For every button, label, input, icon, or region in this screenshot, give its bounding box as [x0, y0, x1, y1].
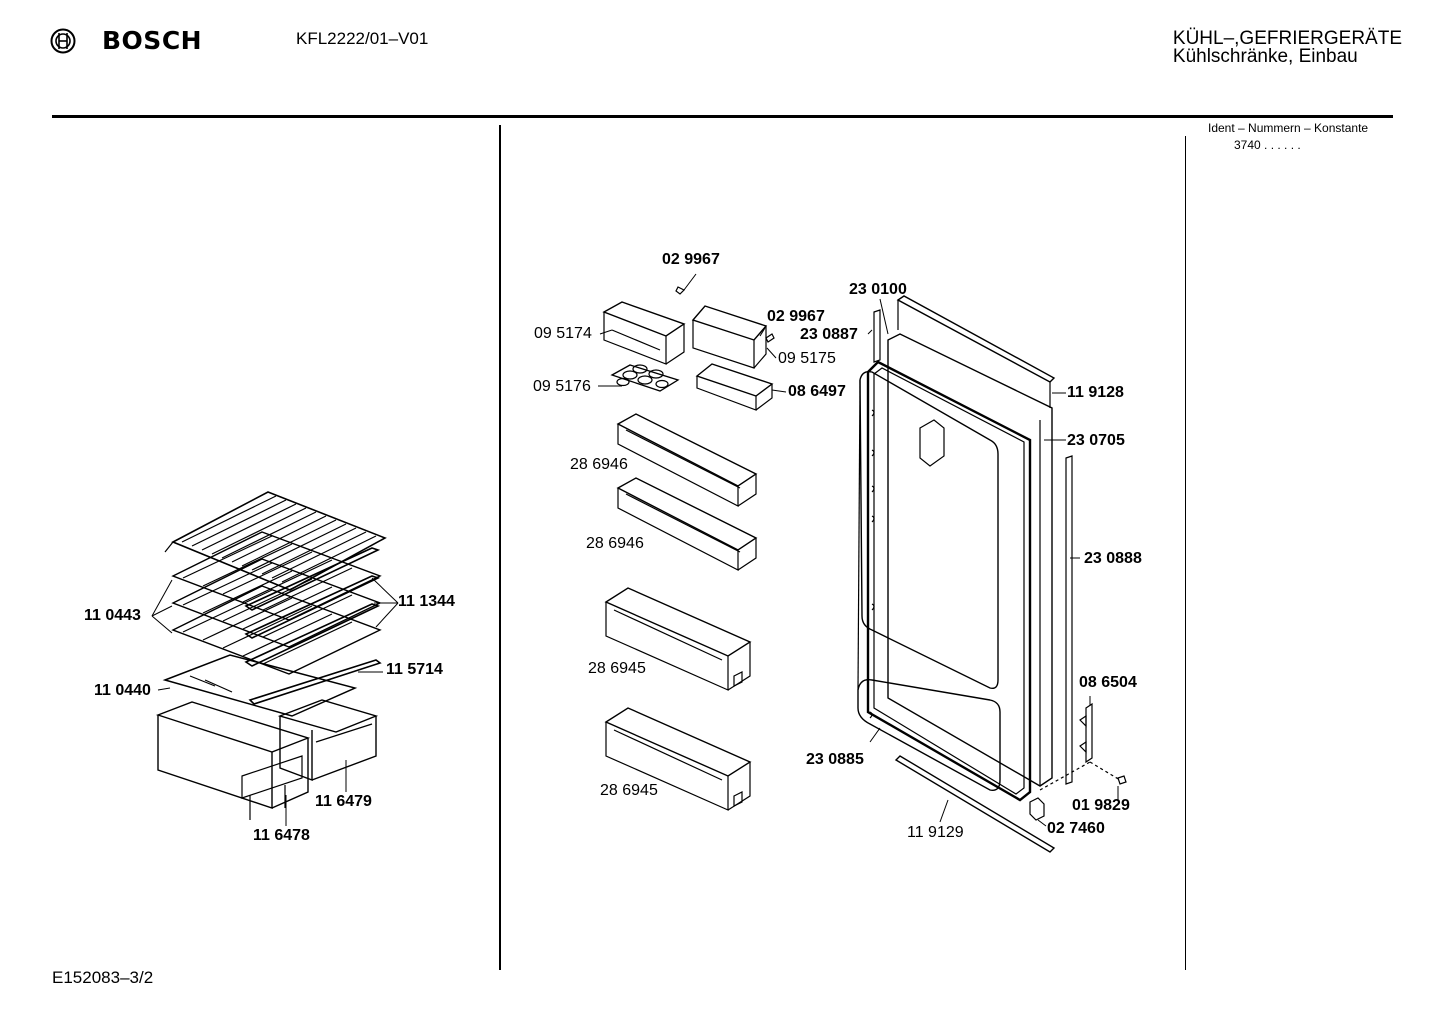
part-label-086497: 08 6497	[788, 383, 846, 400]
ident-label: Ident – Nummern – Konstante	[1208, 121, 1369, 135]
part-label-019829: 01 9829	[1072, 797, 1130, 814]
crisper-drawer-large	[158, 702, 308, 820]
part-label-230885: 23 0885	[806, 751, 864, 768]
bosch-armature-icon	[50, 28, 76, 54]
door-side-rail-left	[874, 310, 880, 362]
part-label-095175: 09 5175	[778, 350, 836, 367]
model-number: KFL2222/01–V01	[296, 29, 429, 48]
glass-crisper-cover	[165, 655, 380, 716]
door-bin-4	[606, 708, 750, 810]
part-label-095176: 09 5176	[533, 378, 591, 395]
part-label-110440: 11 0440	[94, 682, 151, 699]
butter-compartment-box	[693, 306, 774, 410]
category-line-2: Kühlschränke, Einbau	[1172, 46, 1358, 67]
part-label-230888: 23 0888	[1084, 550, 1142, 567]
screw-top	[676, 274, 696, 294]
door-side-rail-right	[1066, 456, 1072, 784]
part-label-286945-b: 28 6945	[600, 782, 658, 799]
part-label-115714: 11 5714	[386, 661, 443, 678]
category-line-1: KÜHL–,GEFRIERGERÄTE	[1172, 28, 1402, 49]
door-top-strip	[898, 296, 1054, 408]
part-label-286946-b: 28 6946	[586, 535, 644, 552]
door-bin-1	[618, 414, 756, 506]
hinge-screw	[1040, 762, 1126, 790]
part-label-116478: 11 6478	[253, 827, 310, 844]
part-label-111344: 11 1344	[398, 593, 455, 610]
part-label-119129: 11 9129	[907, 824, 964, 841]
part-label-119128: 11 9128	[1067, 384, 1124, 401]
part-label-286946-a: 28 6946	[570, 456, 628, 473]
door-stop-block	[1030, 798, 1044, 820]
part-label-230100: 23 0100	[849, 281, 907, 298]
right-divider	[1185, 136, 1186, 970]
part-label-110443: 11 0443	[84, 607, 141, 624]
glass-shelf-top	[165, 492, 385, 590]
part-label-286945-a: 28 6945	[588, 660, 646, 677]
part-label-230887: 23 0887	[800, 326, 858, 343]
hinge-bracket	[1080, 704, 1092, 762]
part-label-116479: 11 6479	[315, 793, 372, 810]
door-gasket	[868, 362, 1030, 800]
door-outer-panel	[888, 334, 1052, 786]
document-code: E152083–3/2	[52, 968, 154, 987]
part-label-029967-top: 02 9967	[662, 251, 720, 268]
brand-name: BOSCH	[102, 26, 203, 55]
ident-value: 3740 . . . . . .	[1234, 138, 1301, 152]
part-label-095174: 09 5174	[534, 325, 592, 342]
part-label-086504: 08 6504	[1079, 674, 1137, 691]
header-rule	[52, 115, 1393, 118]
brand-logo: BOSCH	[50, 26, 210, 58]
right-leader-lines	[868, 299, 1118, 826]
door-bin-3	[606, 588, 750, 690]
door-bin-2	[618, 478, 756, 570]
left-divider	[499, 125, 501, 970]
category-heading: KÜHL–,GEFRIERGERÄTE Kühlschränke, Einbau	[1172, 28, 1402, 67]
door-inner-liner	[858, 372, 1000, 791]
wire-shelf-3	[173, 586, 380, 674]
door-bottom-strip	[896, 756, 1054, 852]
egg-tray	[612, 365, 678, 391]
part-label-027460: 02 7460	[1047, 820, 1105, 837]
crisper-drawer-small	[280, 700, 376, 780]
middle-leader-lines	[598, 328, 786, 392]
butter-compartment-lid	[604, 302, 684, 364]
left-leader-lines	[152, 578, 398, 826]
part-label-029967-mid: 02 9967	[767, 308, 825, 325]
wire-shelf-1	[173, 532, 380, 620]
part-label-230705: 23 0705	[1067, 432, 1125, 449]
